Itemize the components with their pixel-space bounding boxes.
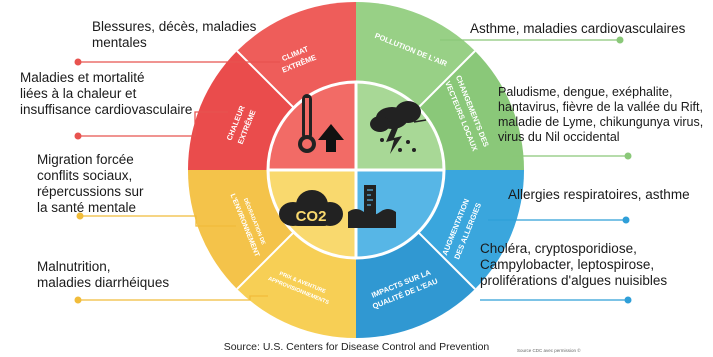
storm-cloud-icon xyxy=(370,101,421,154)
mosquito-icon xyxy=(409,105,427,123)
impact-label-allergies: Allergies respiratoires, asthme xyxy=(508,187,690,202)
impact-label-vecteurs: Paludisme, dengue, exéphalite, hantaviru… xyxy=(498,85,704,144)
impact-label-alimentation: Malnutrition, maladies diarrhéiques xyxy=(37,259,170,290)
connector-alimentation xyxy=(78,295,268,301)
water-level-icon xyxy=(348,185,396,228)
dot-chaleur xyxy=(74,132,82,140)
dot-eau xyxy=(624,296,632,304)
impact-label-eau: Choléra, cryptosporidiose, Campylobacter… xyxy=(480,241,668,288)
impact-label-environnement: Migration forcée conflits sociaux, réper… xyxy=(37,152,144,215)
dot-environnement xyxy=(76,212,84,220)
co2-text: CO2 xyxy=(296,208,327,225)
connector-lines xyxy=(78,39,628,301)
dot-alimentation xyxy=(74,296,82,304)
impact-label-climat: Blessures, décès, maladies mentales xyxy=(92,19,257,50)
impact-label-chaleur: Maladies et mortalité liées à la chaleur… xyxy=(20,70,193,117)
credit-note: Source CDC avec permission © xyxy=(517,348,581,353)
connector-chaleur xyxy=(78,111,228,137)
inner-blue xyxy=(356,170,444,258)
co2-cloud-icon: CO2 xyxy=(279,190,343,226)
dot-vecteurs xyxy=(624,152,632,160)
dot-allergies xyxy=(622,216,630,224)
connector-environnement xyxy=(80,215,236,227)
source-caption: Source: U.S. Centers for Disease Control… xyxy=(223,341,490,353)
impact-label-pollution: Asthme, maladies cardiovasculaires xyxy=(470,21,686,36)
dot-climat xyxy=(74,58,82,66)
connector-vecteurs xyxy=(487,131,628,157)
dot-pollution xyxy=(616,36,624,44)
thermometer-up-icon xyxy=(298,94,344,153)
